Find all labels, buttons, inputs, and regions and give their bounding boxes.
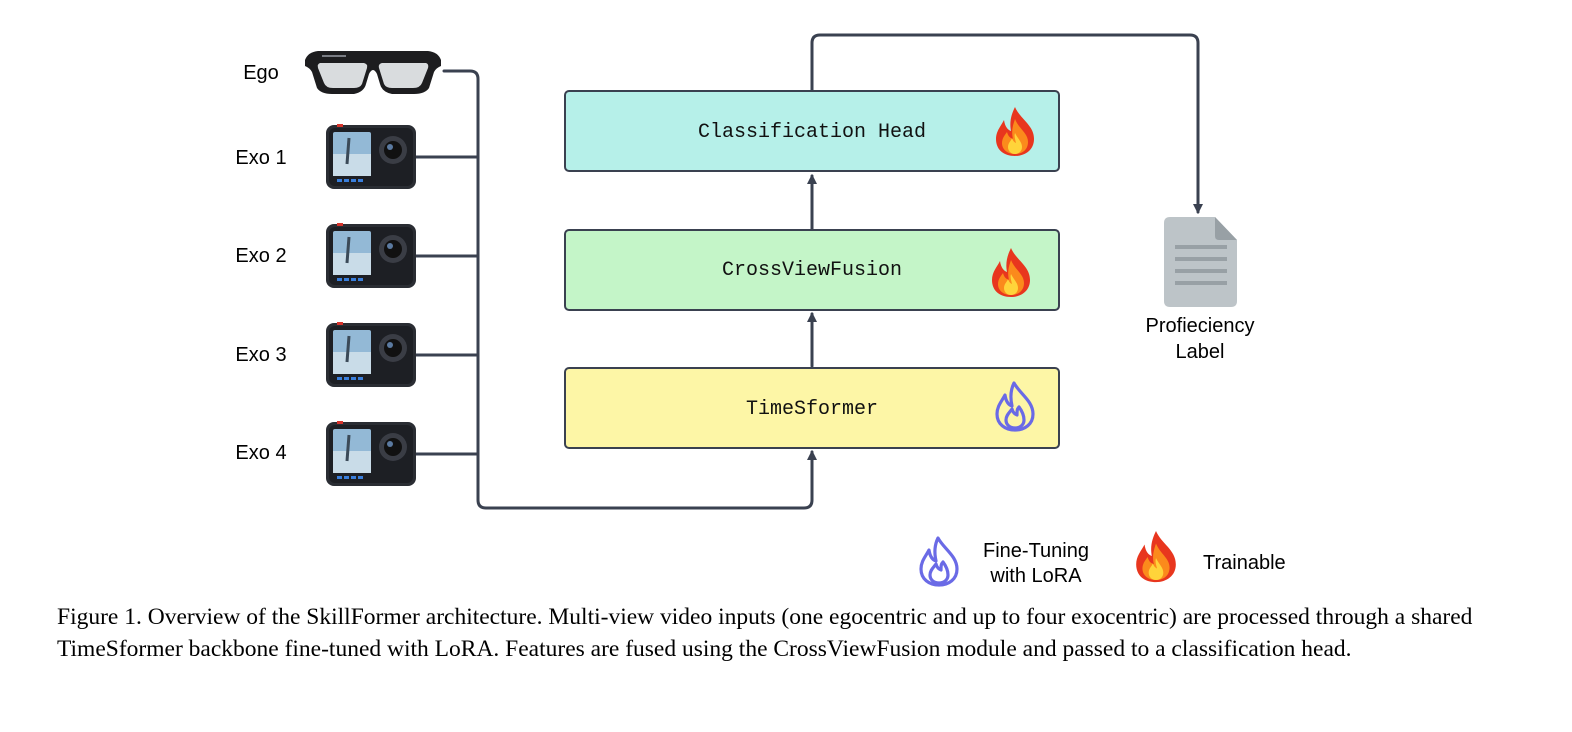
- action-camera-icon: [325, 223, 417, 289]
- head-to-label-connector: [810, 33, 1203, 214]
- flame-icon: [1136, 530, 1176, 583]
- cross-view-fusion-label: CrossViewFusion: [722, 259, 902, 282]
- smart-glasses-icon: [305, 51, 441, 94]
- action-camera-icon: [325, 322, 417, 388]
- legend-trainable: Trainable: [1203, 552, 1286, 574]
- action-camera-icon: [325, 421, 417, 487]
- input-label-ego: Ego: [243, 62, 279, 84]
- legend-lora-line1: Fine-Tuning: [983, 540, 1089, 562]
- flame-outline-icon: [919, 536, 959, 587]
- ego-connector: [442, 69, 817, 510]
- timesformer-label: TimeSformer: [746, 398, 878, 421]
- classification-head-block: Classification Head: [564, 90, 1060, 172]
- input-label-exo-3: Exo 3: [235, 344, 286, 366]
- legend-lora-line2: with LoRA: [989, 565, 1082, 587]
- architecture-diagram: Ego Exo 1 Exo 2 Exo 3 Exo 4 Classificati…: [235, 33, 1286, 587]
- figure-caption: Figure 1. Overview of the SkillFormer ar…: [57, 604, 1473, 662]
- timesformer-block: TimeSformer: [564, 367, 1060, 449]
- output-label-line1: Profieciency: [1146, 315, 1255, 337]
- legend: Fine-Tuning with LoRA Trainable: [919, 530, 1286, 587]
- classification-head-label: Classification Head: [698, 121, 926, 144]
- input-label-exo-2: Exo 2: [235, 245, 286, 267]
- document-icon: [1164, 217, 1237, 307]
- cross-view-fusion-block: CrossViewFusion: [564, 229, 1060, 311]
- input-label-exo-1: Exo 1: [235, 147, 286, 169]
- action-camera-icon: [325, 124, 417, 190]
- input-label-exo-4: Exo 4: [235, 442, 286, 464]
- output-label-line2: Label: [1176, 341, 1225, 363]
